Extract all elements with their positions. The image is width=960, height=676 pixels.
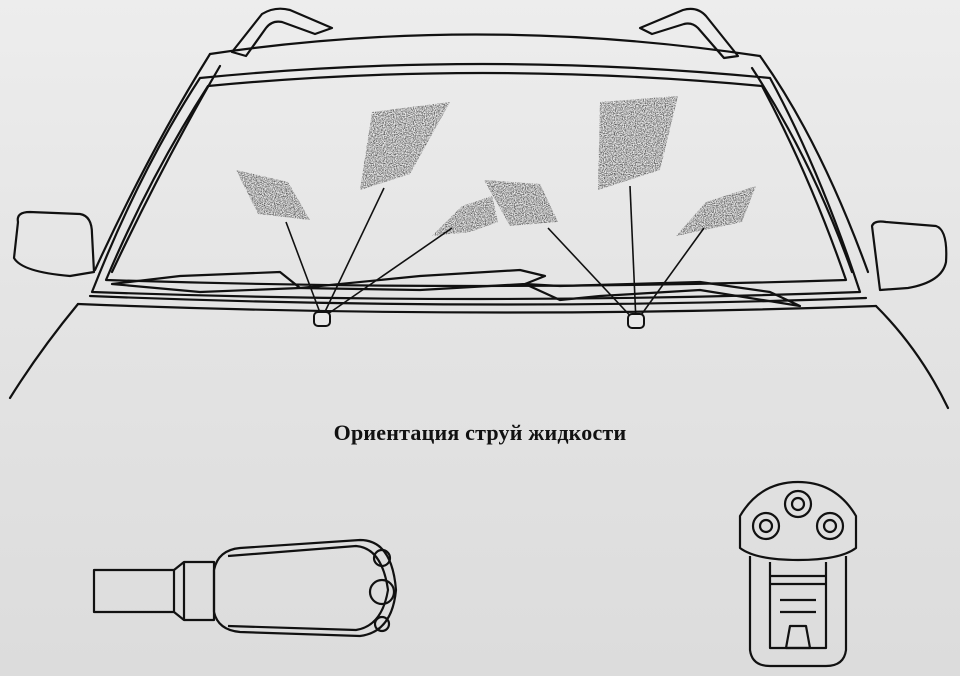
jet-line-5 <box>629 185 637 323</box>
spray-pattern-6 <box>676 186 756 236</box>
nozzle-front-port-top <box>783 489 813 519</box>
spray-pattern-1 <box>236 170 310 220</box>
nozzle-side-port-mid <box>368 578 396 606</box>
hood-nozzles <box>313 311 645 329</box>
mirror-left <box>12 210 96 278</box>
nozzle-side-port-top <box>372 548 392 568</box>
jet-line-4 <box>547 227 637 323</box>
a-pillar-left-inner <box>110 64 222 274</box>
nozzle-front-port-left <box>751 511 781 541</box>
cowl-line <box>88 294 868 306</box>
roof-rail-left <box>230 7 334 58</box>
wiper-right <box>523 280 802 308</box>
spray-pattern-3 <box>432 196 498 236</box>
nozzle-side-port-bottom <box>373 615 391 633</box>
a-pillar-right-inner <box>750 66 854 274</box>
jet-line-2 <box>321 187 385 319</box>
a-pillar-right <box>758 54 870 274</box>
wiper-left-blade <box>298 268 547 292</box>
car-outline <box>8 7 950 410</box>
jet-line-1 <box>285 221 323 319</box>
a-pillar-left <box>93 52 212 272</box>
nozzle-side-body <box>212 538 398 638</box>
spray-pattern-2 <box>360 102 450 190</box>
cowl-line-lower <box>76 302 878 314</box>
nozzle-front-stem <box>748 556 848 668</box>
nozzle-front-view <box>738 480 858 668</box>
wiper-left <box>110 270 302 294</box>
roof-rail-right <box>638 7 740 60</box>
hood-left <box>8 302 80 400</box>
spray-pattern-4 <box>484 180 558 226</box>
nozzle-front-port-right <box>815 511 845 541</box>
mirror-right <box>870 220 948 292</box>
nozzle-side-hose <box>92 560 216 622</box>
nozzle-side-view <box>92 538 398 638</box>
jet-line-3 <box>321 227 453 319</box>
windshield-outer <box>90 62 862 301</box>
spray-patterns <box>236 96 756 236</box>
windshield-inner <box>104 71 848 288</box>
hood-right <box>874 304 950 410</box>
nozzle-front-head <box>738 480 858 562</box>
nozzle-left <box>313 311 331 327</box>
roof-line <box>208 33 762 58</box>
diagram-caption: Ориентация струй жидкости <box>333 420 627 445</box>
nozzle-right <box>627 313 645 329</box>
jet-lines <box>285 185 705 323</box>
jet-line-6 <box>635 227 705 323</box>
spray-pattern-5 <box>598 96 678 190</box>
